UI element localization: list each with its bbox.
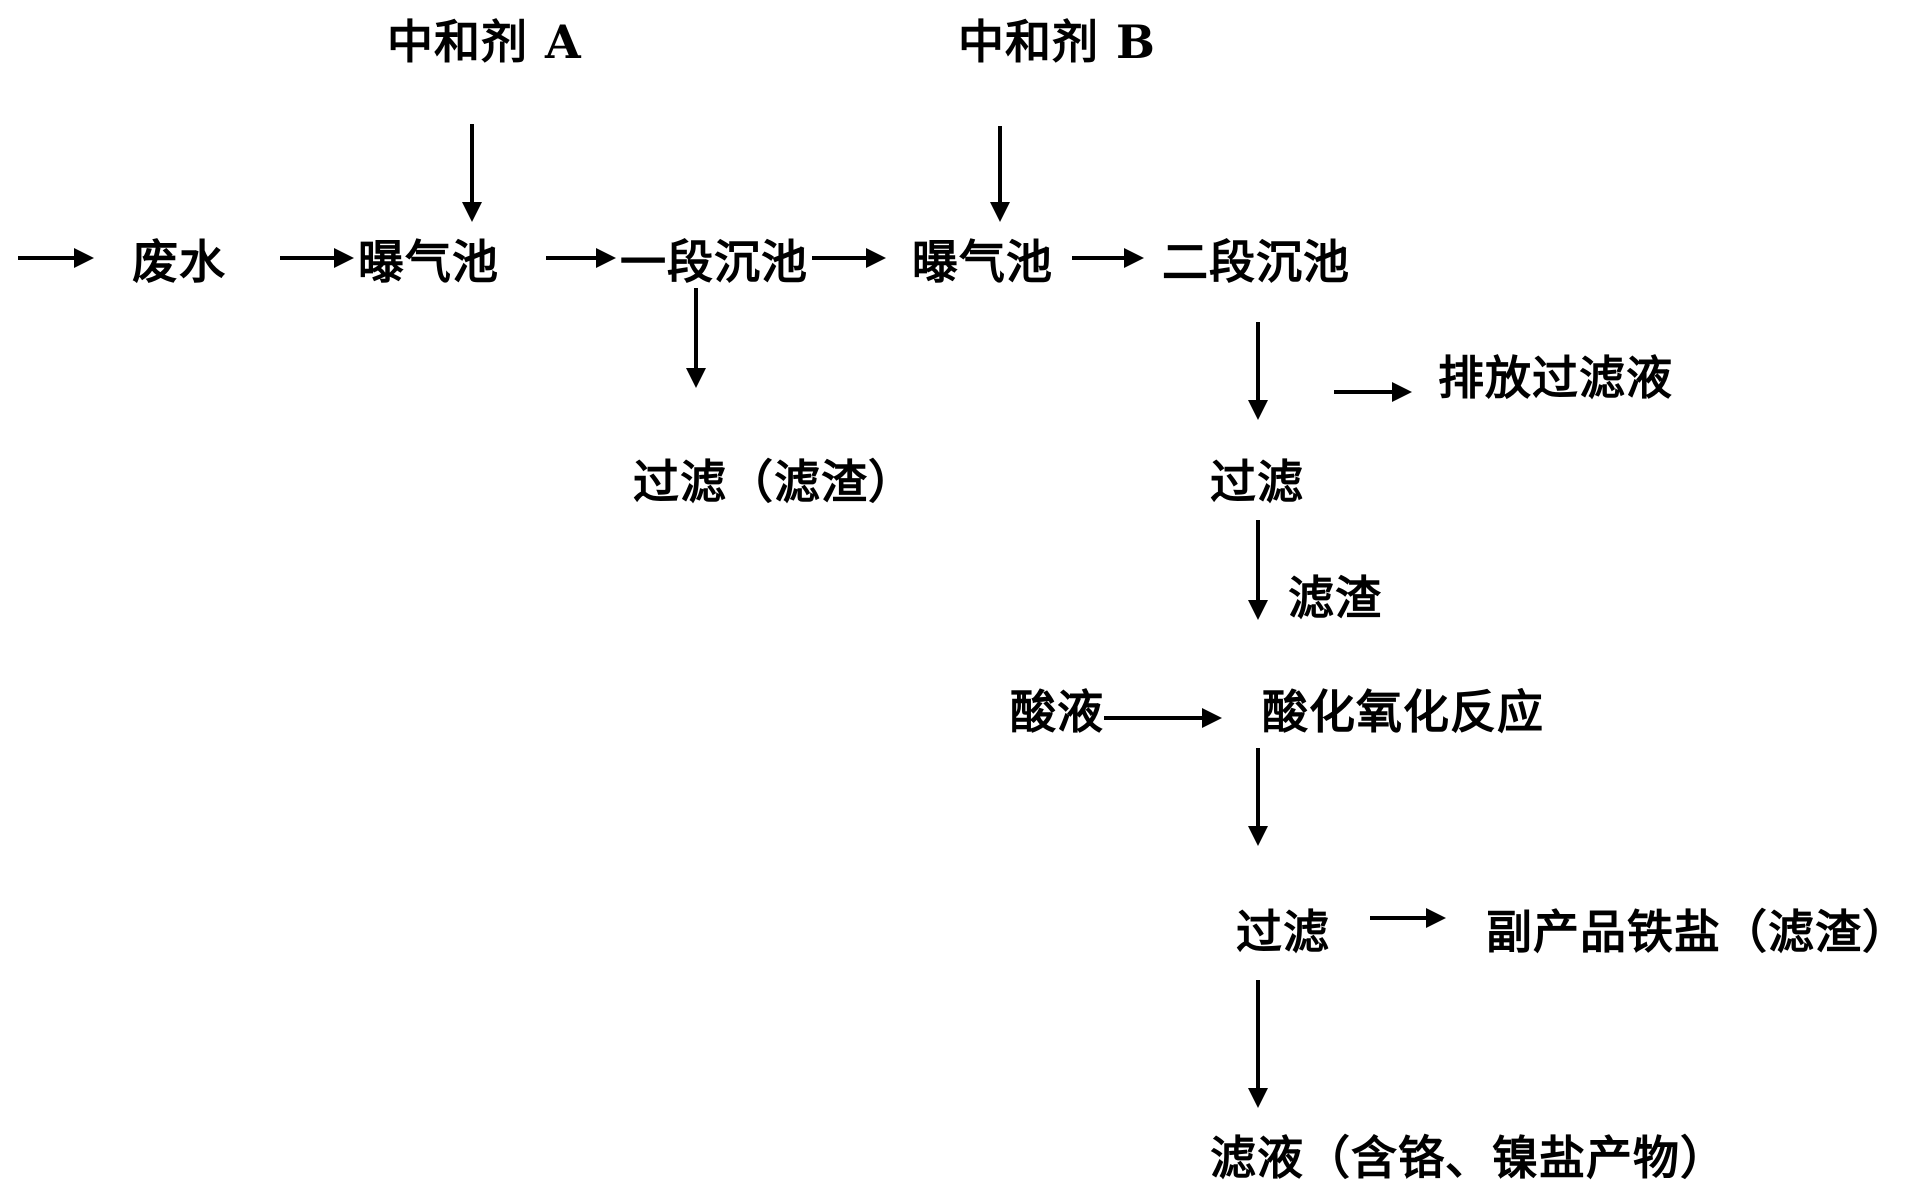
node-filter-residue-1: 过滤（滤渣） [633,455,915,509]
node-neutralizer-b: 中和剂 B [958,15,1156,69]
node-iron-salt: 副产品铁盐（滤渣） [1486,905,1909,959]
node-stage1-settling: 一段沉池 [620,235,808,289]
node-filter-3: 过滤 [1236,905,1330,959]
arrow-neutralizer-a-down [462,124,482,222]
label-residue: 滤渣 [1288,571,1382,625]
node-aeration-tank-1: 曝气池 [358,235,499,289]
node-aeration-tank-2: 曝气池 [912,235,1053,289]
arrow-stage1-to-aeration2 [812,248,886,268]
node-acid-oxidation: 酸化氧化反应 [1262,685,1544,739]
arrow-neutralizer-b-down [990,126,1010,222]
node-wastewater: 废水 [132,235,226,289]
node-filter-2: 过滤 [1210,455,1304,509]
node-acid-liquid: 酸液 [1010,685,1104,739]
arrow-input-to-wastewater [18,248,94,268]
arrow-stage2-down [1248,322,1268,420]
arrow-aeration2-to-stage2 [1072,248,1144,268]
node-neutralizer-a: 中和剂 A [387,15,582,69]
arrow-wastewater-to-aeration1 [280,248,354,268]
arrow-filter3-down [1248,980,1268,1108]
node-final-filtrate: 滤液（含铬、镍盐产物） [1210,1131,1727,1185]
arrow-to-discharge [1334,382,1412,402]
arrow-oxidation-down [1248,748,1268,846]
node-stage2-settling: 二段沉池 [1162,235,1350,289]
arrow-filter2-down [1248,520,1268,620]
node-discharge-filtrate: 排放过滤液 [1438,351,1673,405]
arrow-acid-to-oxidation [1104,708,1222,728]
arrow-aeration1-to-stage1 [546,248,616,268]
arrow-stage1-down [686,288,706,388]
arrow-filter3-to-iron-salt [1370,908,1446,928]
